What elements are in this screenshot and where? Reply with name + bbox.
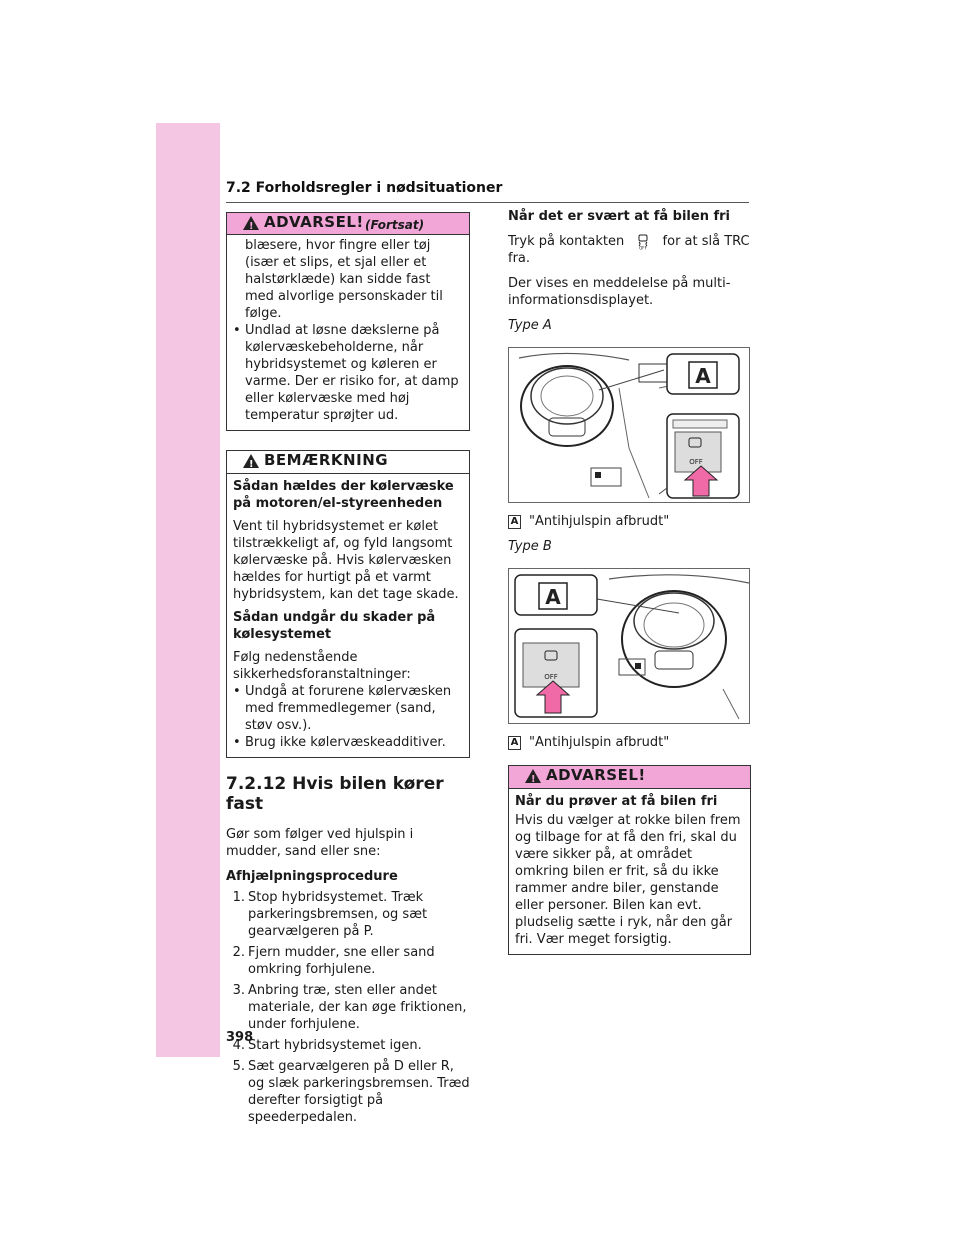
section-title: 7.2.12 Hvis bilen kører fast bbox=[226, 774, 444, 814]
bullet-dot: • bbox=[233, 323, 241, 338]
warning-2-heading: Når du prøver at få bilen fri bbox=[515, 794, 718, 809]
procedure-title: Afhjælpningsprocedure bbox=[226, 869, 398, 884]
figure-type-b: A OFF bbox=[508, 568, 750, 724]
warning-box-continued: ADVARSEL! (Fortsat) blæsere, hvor fingre… bbox=[226, 212, 470, 431]
warning-2-title: ADVARSEL! bbox=[546, 766, 646, 784]
pointer-arrow bbox=[683, 465, 719, 497]
note-bullet: • Undgå at forurene kølervæsken med frem… bbox=[233, 683, 463, 734]
label-a-box: A bbox=[508, 514, 521, 529]
warning-box-2-header: ADVARSEL! bbox=[509, 766, 750, 789]
callout-letter-a: A bbox=[695, 364, 711, 388]
note-bullet-text: Undgå at forurene kølervæsken med fremme… bbox=[245, 684, 452, 733]
step-item: 4. Start hybridsystemet igen. bbox=[232, 1038, 422, 1053]
note-bullet-text: Brug ikke kølervæskeadditiver. bbox=[245, 735, 446, 750]
off-label: OFF bbox=[689, 458, 703, 466]
figure-type-a: A OFF bbox=[508, 347, 750, 503]
intro-text: Gør som følger ved hjulspin i mudder, sa… bbox=[226, 827, 414, 859]
warning-title: ADVARSEL! bbox=[264, 213, 364, 231]
right-heading: Når det er svært at få bilen fri bbox=[508, 209, 730, 224]
dashboard-illustration-a: A OFF bbox=[509, 348, 749, 502]
warning-icon bbox=[243, 216, 259, 235]
type-a-label: Type A bbox=[508, 318, 552, 333]
off-label: OFF bbox=[544, 673, 558, 681]
page-number: 398 bbox=[226, 1030, 254, 1045]
note-para-2: Følg nedenstående sikkerhedsforanstaltni… bbox=[233, 650, 411, 682]
warning-box-header: ADVARSEL! (Fortsat) bbox=[227, 213, 469, 235]
step-item: 2. Fjern mudder, sne eller sand omkring … bbox=[232, 945, 435, 977]
step-item: 5. Sæt gearvælgeren på D eller R, og slæ… bbox=[232, 1059, 470, 1125]
warning-continued-text: blæsere, hvor fingre eller tøj (især et … bbox=[245, 238, 443, 321]
procedure-steps: 1. Stop hybridsystemet. Træk parkeringsb… bbox=[226, 889, 470, 1126]
warning-subtitle: (Fortsat) bbox=[365, 218, 425, 232]
note-heading-2: Sådan undgår du skader på kølesystemet bbox=[233, 610, 436, 642]
section-header-text: 7.2 Forholdsregler i nødsituationer bbox=[226, 180, 503, 196]
note-para-1: Vent til hybridsystemet er kølet tilstræ… bbox=[233, 519, 459, 602]
pointer-arrow bbox=[535, 680, 571, 714]
step-item: 1. Stop hybridsystemet. Træk parkeringsb… bbox=[232, 890, 428, 939]
note-box-header: BEMÆRKNING bbox=[227, 451, 469, 474]
note-box: BEMÆRKNING Sådan hældes der kølervæske p… bbox=[226, 450, 470, 758]
dashboard-illustration-b: A OFF bbox=[509, 569, 749, 723]
warning-bullet-text: Undlad at løsne dækslerne på kølervæskeb… bbox=[245, 323, 459, 423]
callout-letter-a: A bbox=[545, 585, 561, 609]
label-a-box: A bbox=[508, 735, 521, 750]
warning-icon bbox=[243, 454, 259, 473]
type-b-label: Type B bbox=[508, 539, 552, 554]
trc-off-icon: OFF bbox=[638, 234, 648, 250]
svg-text:OFF: OFF bbox=[640, 245, 648, 250]
warning-2-text: Hvis du vælger at rokke bilen frem og ti… bbox=[515, 813, 741, 947]
section-header: 7.2 Forholdsregler i nødsituationer bbox=[226, 178, 749, 203]
note-bullet: • Brug ikke kølervæskeadditiver. bbox=[233, 735, 446, 750]
note-title: BEMÆRKNING bbox=[264, 451, 389, 469]
left-column: ADVARSEL! (Fortsat) blæsere, hvor fingre… bbox=[226, 212, 470, 1126]
caption-b: A"Antihjulspin afbrudt" bbox=[508, 734, 751, 751]
right-column: Når det er svært at få bilen fri Tryk på… bbox=[508, 208, 751, 955]
warning-box-2: ADVARSEL! Når du prøver at få bilen fri … bbox=[508, 765, 751, 955]
note-heading-1: Sådan hældes der kølervæske på motoren/e… bbox=[233, 479, 454, 511]
warning-bullet: • Undlad at løsne dækslerne på kølervæsk… bbox=[233, 322, 463, 424]
step-item: 3. Anbring træ, sten eller andet materia… bbox=[232, 983, 467, 1032]
side-tab bbox=[156, 123, 220, 1057]
press-instruction: Tryk på kontakten OFF for at slå TRC fra… bbox=[508, 234, 750, 266]
warning-icon bbox=[525, 769, 541, 788]
display-message: Der vises en meddelelse på multi-informa… bbox=[508, 276, 731, 308]
caption-a: A"Antihjulspin afbrudt" bbox=[508, 513, 751, 530]
